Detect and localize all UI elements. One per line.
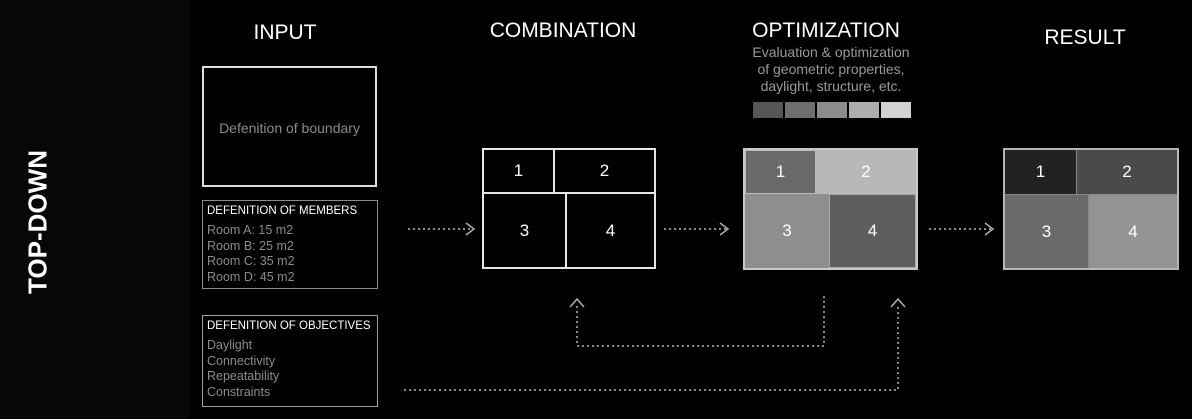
combination-title: COMBINATION <box>489 19 637 42</box>
optimization-subtitle: Evaluation & optimization of geometric p… <box>721 44 941 95</box>
cell-label: 2 <box>1122 162 1132 181</box>
combination-layout: 1 2 3 4 <box>482 148 656 269</box>
subtitle-line: daylight, structure, etc. <box>760 78 902 94</box>
side-panel <box>0 0 190 419</box>
optimization-layout: 1 2 3 4 <box>743 148 918 270</box>
cell-label: 4 <box>605 220 616 240</box>
result-title: RESULT <box>1044 26 1126 49</box>
optimization-title: OPTIMIZATION <box>752 19 900 42</box>
ramp-swatch <box>881 102 911 118</box>
room-cell-1: 1 <box>484 150 555 194</box>
cell-label: 2 <box>861 162 871 181</box>
arrow-objectives-to-result <box>404 304 899 391</box>
objective-item: Daylight <box>207 338 253 352</box>
cell-label: 1 <box>513 161 524 180</box>
room-cell-3: 3 <box>1005 194 1088 268</box>
arrowhead-icon <box>984 222 995 236</box>
cell-label: 4 <box>1128 221 1138 241</box>
member-item: Room B: 25 m2 <box>207 238 294 253</box>
ramp-swatch <box>753 102 783 118</box>
arrowhead-icon <box>890 297 906 308</box>
room-cell-3: 3 <box>484 194 567 267</box>
cell-label: 3 <box>519 220 530 240</box>
room-cell-1: 1 <box>1005 150 1076 194</box>
subtitle-line: of geometric properties, <box>757 61 905 77</box>
input-title: INPUT <box>253 21 317 44</box>
arrow-feedback-loop <box>576 296 825 347</box>
arrowhead-icon <box>719 222 730 236</box>
member-item: Room A: 15 m2 <box>207 223 294 237</box>
ramp-swatch <box>817 102 847 118</box>
objective-item: Connectivity <box>207 353 276 368</box>
room-cell-2: 2 <box>1076 150 1177 194</box>
arrowhead-icon <box>569 297 585 308</box>
cell-label: 3 <box>1041 221 1052 241</box>
cell-label: 4 <box>867 221 878 240</box>
cell-label: 1 <box>1035 162 1046 181</box>
members-box: DEFENITION OF MEMBERS Room A: 15 m2 Room… <box>202 200 378 289</box>
boundary-label: Defenition of boundary <box>219 120 360 136</box>
room-cell-4: 4 <box>829 194 916 268</box>
boundary-box: Defenition of boundary <box>202 66 377 187</box>
cell-label: 2 <box>599 161 610 180</box>
subtitle-line: Evaluation & optimization <box>752 44 910 60</box>
ramp-swatch <box>849 102 879 118</box>
result-layout: 1 2 3 4 <box>1003 148 1179 270</box>
room-cell-1: 1 <box>745 150 816 194</box>
objective-item: Repeatability <box>207 369 280 383</box>
cell-label: 3 <box>782 221 792 240</box>
room-cell-3: 3 <box>745 194 829 268</box>
objectives-box: DEFENITION OF OBJECTIVES Daylight Connec… <box>202 315 378 407</box>
arrowhead-icon <box>465 222 476 236</box>
evaluation-color-ramp <box>753 102 911 118</box>
cell-label: 1 <box>775 162 786 181</box>
member-item: Room D: 45 m2 <box>207 269 295 284</box>
member-item: Room C: 35 m2 <box>207 254 295 268</box>
room-cell-2: 2 <box>816 150 916 194</box>
members-heading: DEFENITION OF MEMBERS <box>207 205 358 217</box>
room-cell-4: 4 <box>567 194 654 267</box>
room-cell-2: 2 <box>555 150 654 194</box>
ramp-swatch <box>785 102 815 118</box>
objective-item: Constraints <box>207 384 271 399</box>
room-cell-4: 4 <box>1088 194 1177 268</box>
objectives-heading: DEFENITION OF OBJECTIVES <box>207 320 371 332</box>
